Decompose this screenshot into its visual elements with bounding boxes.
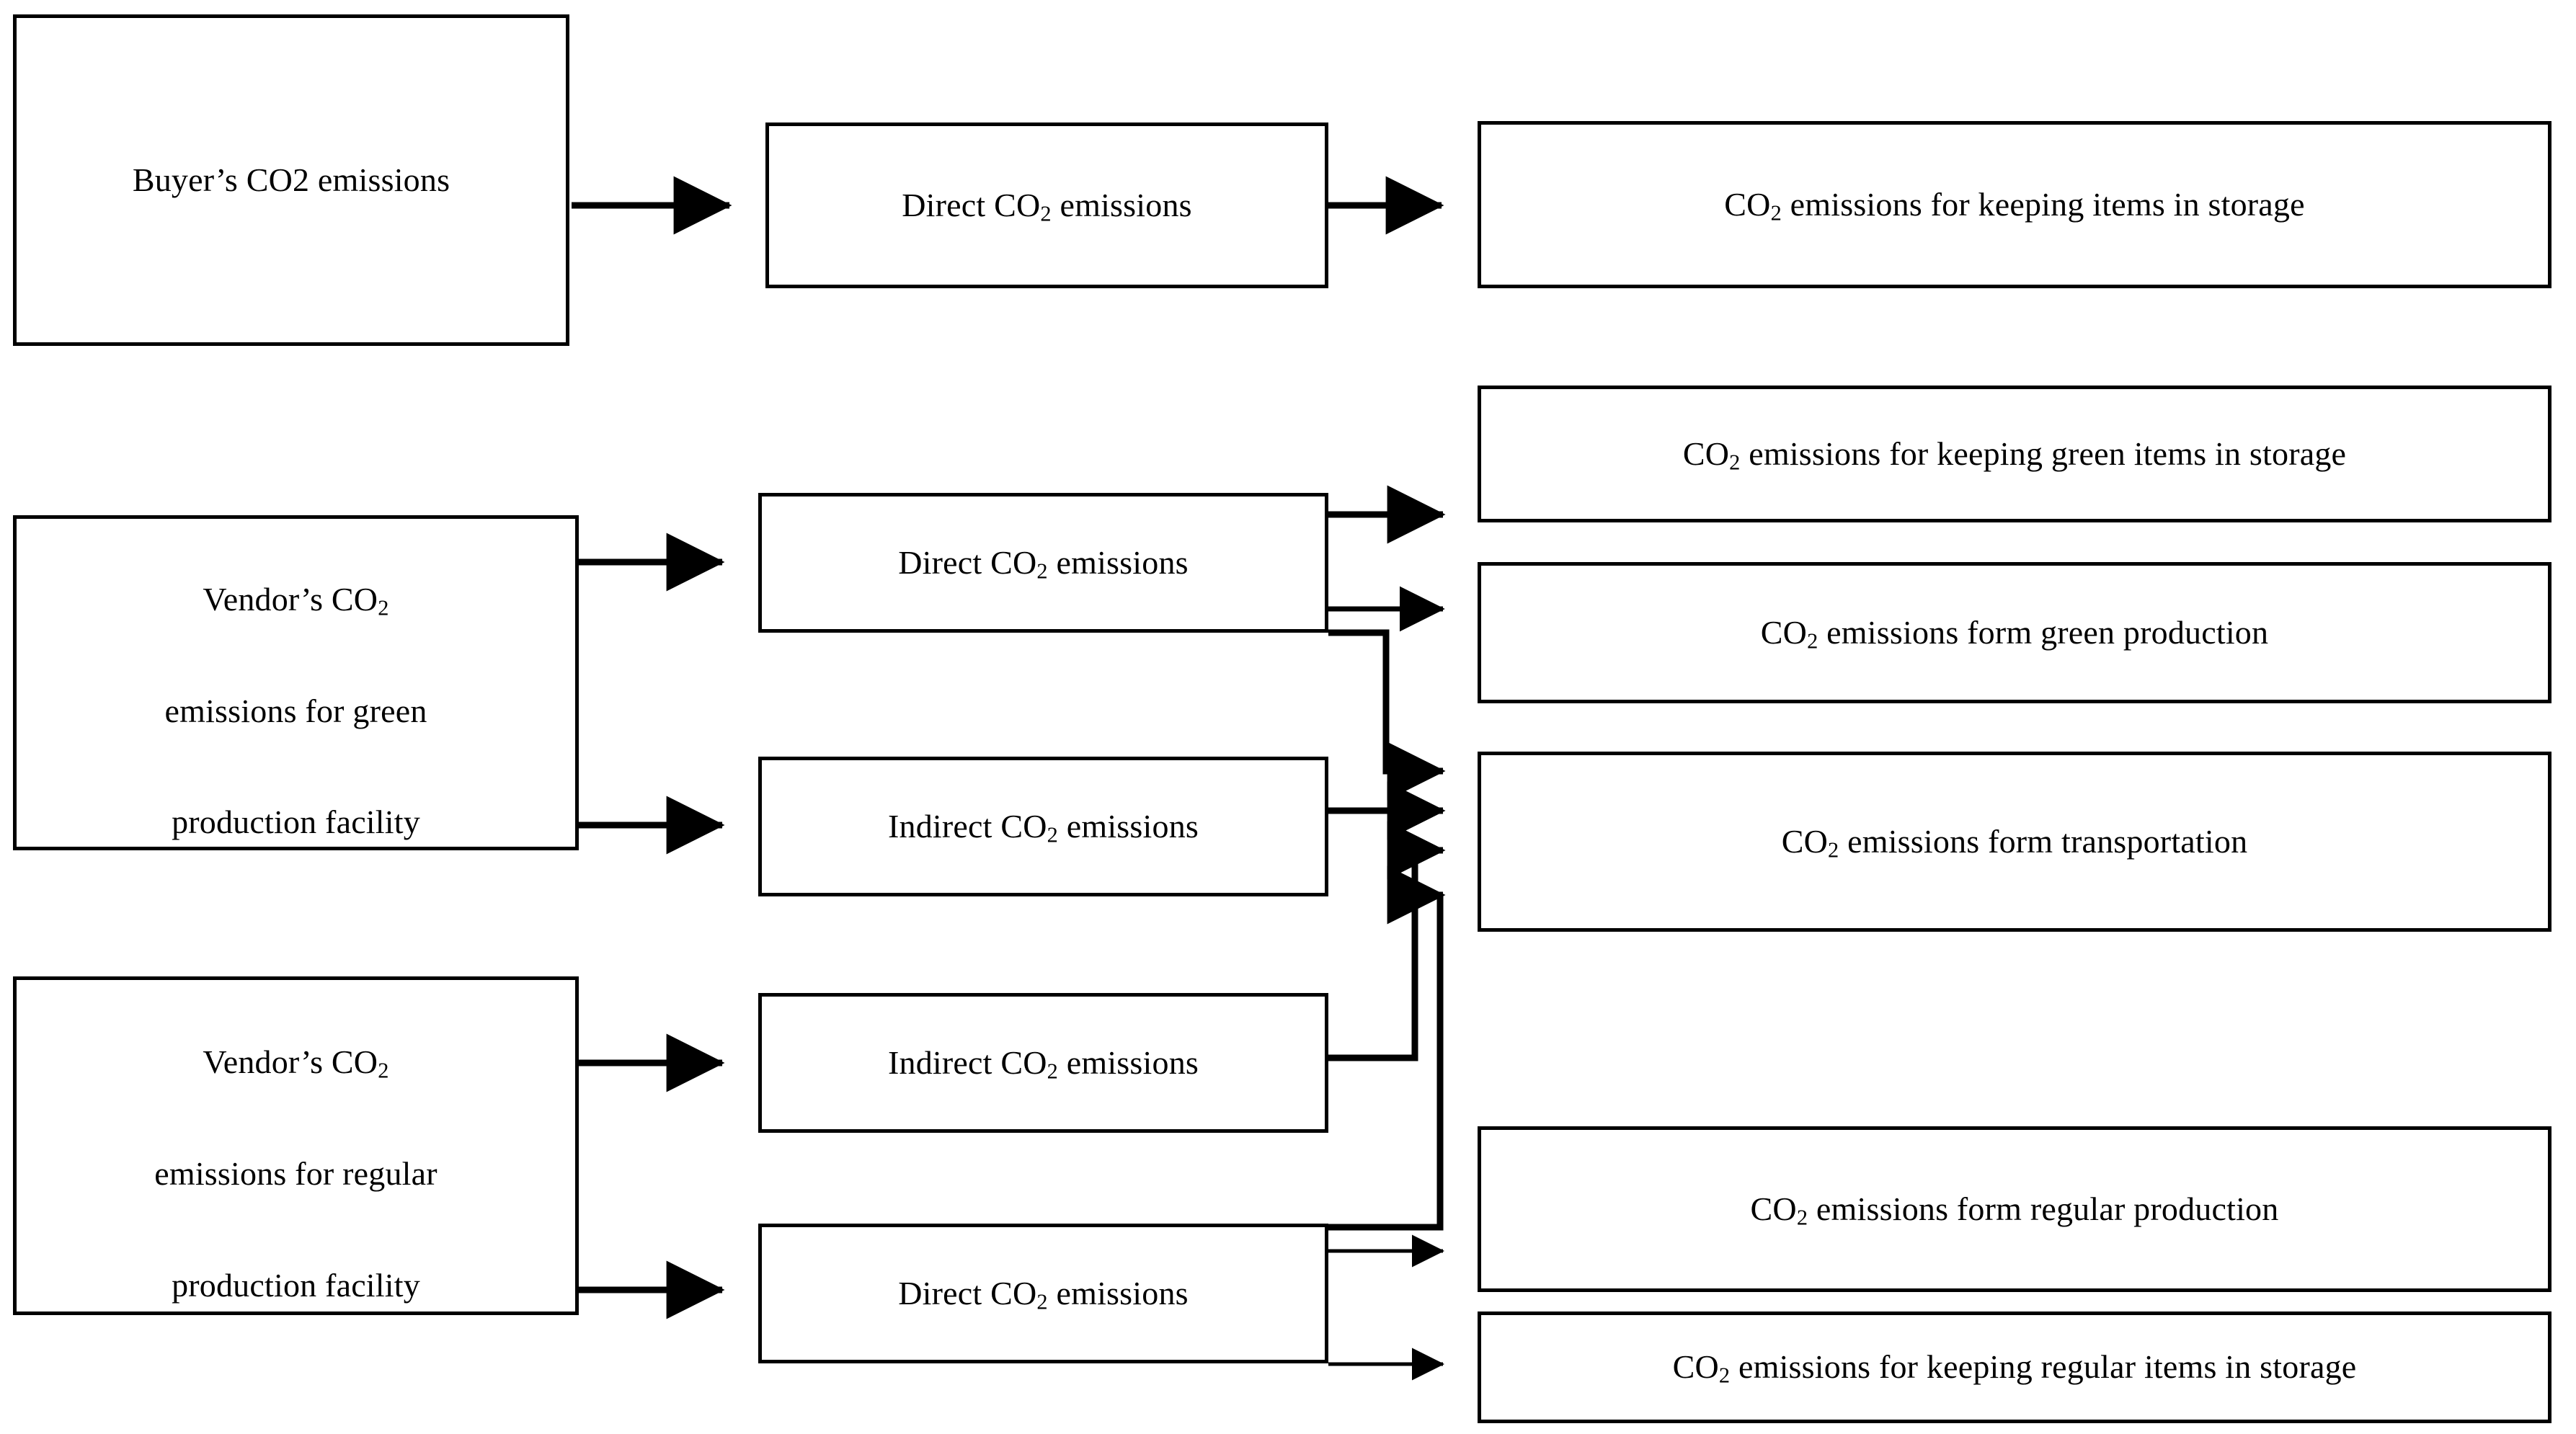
edge-green-direct-to-transportation bbox=[1328, 629, 1446, 801]
node-green-storage[interactable]: CO2 emissions for keeping green items in… bbox=[1478, 386, 2551, 522]
buyer-direct-post: emissions bbox=[1051, 186, 1192, 223]
node-transportation[interactable]: CO2 emissions form transportation bbox=[1478, 752, 2551, 932]
node-regular-storage[interactable]: CO2 emissions for keeping regular items … bbox=[1478, 1311, 2551, 1423]
node-regular-indirect[interactable]: Indirect CO2 emissions bbox=[758, 993, 1328, 1133]
node-regular-production[interactable]: CO2 emissions form regular production bbox=[1478, 1126, 2551, 1292]
green-production-pre: CO bbox=[1760, 613, 1808, 651]
buyer-direct-pre: Direct CO bbox=[902, 186, 1041, 223]
regular-direct-sub: 2 bbox=[1036, 1289, 1048, 1314]
node-green-root[interactable]: Vendor’s CO2 emissions for green product… bbox=[13, 515, 579, 850]
green-root-sub: 2 bbox=[378, 595, 389, 620]
node-green-indirect[interactable]: Indirect CO2 emissions bbox=[758, 757, 1328, 896]
node-buyer-storage[interactable]: CO2 emissions for keeping items in stora… bbox=[1478, 121, 2551, 288]
node-regular-indirect-label: Indirect CO2 emissions bbox=[872, 1036, 1214, 1090]
transportation-sub: 2 bbox=[1828, 837, 1839, 863]
node-buyer-storage-label: CO2 emissions for keeping items in stora… bbox=[1708, 178, 2321, 232]
node-regular-root-label: Vendor’s CO2 emissions for regular produ… bbox=[138, 979, 453, 1313]
node-regular-direct[interactable]: Direct CO2 emissions bbox=[758, 1224, 1328, 1363]
regular-root-line3: production facility bbox=[172, 1266, 420, 1304]
node-buyer-root[interactable]: Buyer’s CO2 emissions bbox=[13, 14, 569, 346]
regular-storage-pre: CO bbox=[1672, 1348, 1719, 1386]
green-direct-sub: 2 bbox=[1036, 558, 1048, 584]
green-storage-pre: CO bbox=[1682, 435, 1730, 472]
regular-production-pre: CO bbox=[1750, 1190, 1797, 1227]
node-green-production[interactable]: CO2 emissions form green production bbox=[1478, 562, 2551, 703]
regular-direct-post: emissions bbox=[1047, 1274, 1189, 1311]
node-regular-storage-label: CO2 emissions for keeping regular items … bbox=[1657, 1340, 2373, 1394]
node-regular-direct-label: Direct CO2 emissions bbox=[882, 1267, 1204, 1321]
node-transportation-label: CO2 emissions form transportation bbox=[1766, 815, 2264, 869]
buyer-storage-pre: CO bbox=[1724, 185, 1771, 223]
edge-regular-direct-to-transportation bbox=[1328, 865, 1446, 1231]
node-green-storage-label: CO2 emissions for keeping green items in… bbox=[1667, 427, 2362, 481]
regular-root-line2: emissions for regular bbox=[154, 1155, 438, 1192]
node-regular-production-label: CO2 emissions form regular production bbox=[1735, 1183, 2295, 1237]
transportation-post: emissions form transportation bbox=[1839, 822, 2248, 860]
regular-direct-pre: Direct CO bbox=[898, 1274, 1037, 1311]
node-buyer-direct[interactable]: Direct CO2 emissions bbox=[765, 123, 1328, 288]
green-root-line3: production facility bbox=[172, 803, 420, 841]
node-green-direct-label: Direct CO2 emissions bbox=[882, 536, 1204, 590]
regular-root-sub: 2 bbox=[378, 1059, 389, 1084]
green-direct-post: emissions bbox=[1047, 543, 1189, 581]
buyer-direct-sub: 2 bbox=[1040, 201, 1052, 226]
edge-regular-indirect-to-transportation bbox=[1328, 821, 1446, 1061]
node-green-indirect-label: Indirect CO2 emissions bbox=[872, 800, 1214, 854]
node-green-root-label: Vendor’s CO2 emissions for green product… bbox=[148, 516, 443, 850]
green-indirect-pre: Indirect CO bbox=[888, 807, 1047, 845]
green-production-post: emissions form green production bbox=[1818, 613, 2269, 651]
node-green-production-label: CO2 emissions form green production bbox=[1745, 606, 2284, 660]
green-indirect-sub: 2 bbox=[1047, 822, 1059, 847]
green-root-line2: emissions for green bbox=[164, 692, 427, 729]
regular-storage-post: emissions for keeping regular items in s… bbox=[1730, 1348, 2357, 1386]
buyer-storage-post: emissions for keeping items in storage bbox=[1781, 185, 2305, 223]
green-storage-sub: 2 bbox=[1729, 450, 1741, 475]
green-indirect-post: emissions bbox=[1058, 807, 1199, 845]
transportation-pre: CO bbox=[1781, 822, 1829, 860]
green-direct-pre: Direct CO bbox=[898, 543, 1037, 581]
regular-storage-sub: 2 bbox=[1718, 1363, 1731, 1388]
regular-production-sub: 2 bbox=[1796, 1205, 1808, 1230]
buyer-storage-sub: 2 bbox=[1770, 200, 1782, 226]
regular-root-line1: Vendor’s CO bbox=[203, 1043, 378, 1081]
regular-production-post: emissions form regular production bbox=[1808, 1190, 2279, 1227]
node-buyer-direct-label: Direct CO2 emissions bbox=[886, 179, 1208, 233]
green-storage-post: emissions for keeping green items in sto… bbox=[1740, 435, 2347, 472]
green-root-line1: Vendor’s CO bbox=[203, 580, 378, 618]
regular-indirect-post: emissions bbox=[1058, 1043, 1199, 1081]
regular-indirect-pre: Indirect CO bbox=[888, 1043, 1047, 1081]
node-regular-root[interactable]: Vendor’s CO2 emissions for regular produ… bbox=[13, 976, 579, 1315]
node-buyer-root-label: Buyer’s CO2 emissions bbox=[132, 161, 450, 198]
regular-indirect-sub: 2 bbox=[1047, 1059, 1059, 1084]
node-green-direct[interactable]: Direct CO2 emissions bbox=[758, 493, 1328, 633]
green-production-sub: 2 bbox=[1807, 628, 1818, 654]
